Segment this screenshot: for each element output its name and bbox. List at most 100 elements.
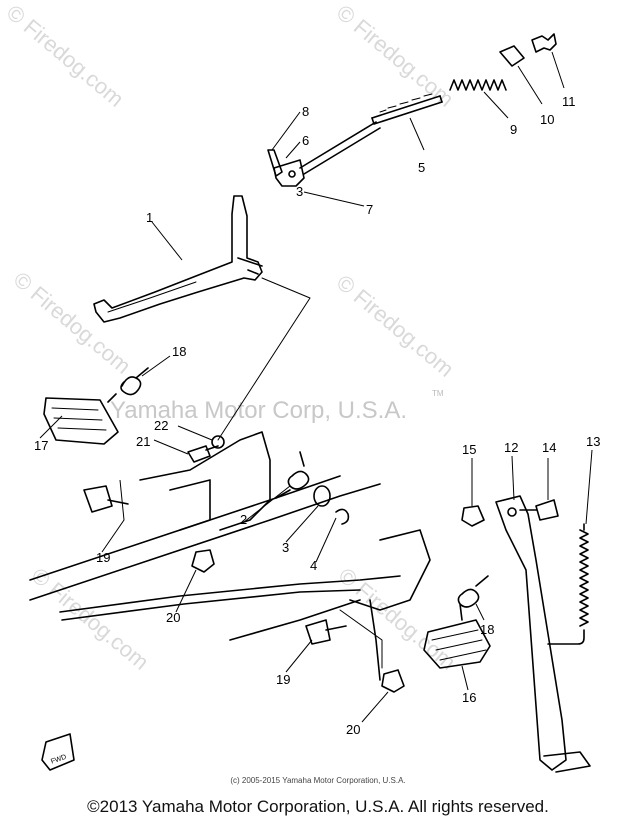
frame-bracket [139,431,271,531]
leader-1 [151,221,183,261]
leader-20-lower [361,691,389,723]
callout-10: 10 [540,112,554,127]
callout-13: 13 [586,434,600,449]
callout-3: 3 [282,540,289,555]
adjuster-wing-nut [531,33,557,53]
image-copyright: (c) 2005-2015 Yamaha Motor Corporation, … [230,776,406,785]
leader-11 [551,51,565,89]
frame-cross-rail [229,599,361,641]
footrest-right-grip [431,629,487,661]
callout-8: 8 [302,104,309,119]
leader-22 [177,425,213,441]
footrest-left [43,397,119,445]
pivot-bolt [187,445,219,463]
leader-10 [517,65,543,105]
brake-rod-end [371,95,443,125]
side-stand-foot [543,751,591,773]
footrest-right [423,619,491,669]
footrest-bolt-lower [305,619,347,645]
leader-12 [511,455,515,501]
footrest-spring-upper [107,367,149,403]
callout-1: 1 [146,210,153,225]
callout-11: 11 [562,94,576,109]
callout-19-upper: 19 [96,550,110,565]
stand-bolt [519,499,559,521]
leader-20-upper [175,569,197,613]
leader-3 [285,505,319,543]
leader-16 [461,665,469,691]
side-stand-pivot [507,507,517,517]
callout-19-lower: 19 [276,672,290,687]
leader-18-lower [475,603,485,621]
leader-21 [153,439,189,455]
circlip [335,508,350,525]
watermarks: © Firedog.com © Firedog.com © Firedog.co… [2,0,461,675]
leader-2 [243,485,291,523]
callout-5: 5 [418,160,425,175]
leader-13 [585,449,593,525]
footrest-bolt-upper [83,485,129,513]
frame-lower-leg [369,599,381,681]
callout-3-top: 3 [296,184,303,199]
brake-spring [449,79,507,91]
callout-18-upper: 18 [172,344,186,359]
leader-19-upper [101,479,125,553]
callout-14: 14 [542,440,556,455]
leader-17 [39,415,63,439]
stand-spring [547,523,589,645]
fwd-arrow-icon [41,733,75,771]
nut-lower [381,669,405,693]
leader-5 [409,117,425,151]
leader-8 [271,111,301,151]
frame-stand-mount [349,529,431,611]
frame-lower-tube-1 [29,483,381,601]
callout-6: 6 [302,133,309,148]
watermark-site-left: © Firedog.com [9,267,136,379]
pedal-boss [237,257,263,275]
clevis [273,159,305,187]
leader-7 [303,191,365,207]
brake-rod-thread [371,95,443,125]
pedal-return-spring [275,451,310,499]
rod-threads [379,93,433,113]
leader-9 [483,91,509,119]
stand-nut [461,505,485,527]
collar [313,485,331,507]
watermark-site-center: © Firedog.com [332,270,459,382]
callout-20-upper: 20 [166,610,180,625]
callout-4: 4 [310,558,317,573]
leader-lines [39,51,593,723]
leader-4 [315,517,337,563]
watermark-site-top-left: © Firedog.com [2,0,129,112]
brake-rod [299,121,381,175]
callout-7: 7 [366,202,373,217]
brake-pedal [93,195,263,323]
footrest-left-grip [51,407,107,431]
callout-22: 22 [154,418,168,433]
frame-rail-1 [59,575,401,613]
callout-21: 21 [136,434,150,449]
clevis-pin-hole [288,170,296,178]
callout-2: 2 [240,512,247,527]
frame-bracket-inner [169,479,211,531]
leader-18-upper [141,355,171,377]
callout-9: 9 [510,122,517,137]
watermark-tm: TM [432,389,444,398]
nut-upper [191,549,215,573]
watermark-company: Yamaha Motor Corp, U.S.A. [110,397,407,424]
callout-18-lower: 18 [480,622,494,637]
callout-20-lower: 20 [346,722,360,737]
leader-19-lower [285,639,313,673]
adjuster-sleeve [499,45,525,67]
watermark-site-top-right: © Firedog.com [332,0,459,112]
leader-6 [285,141,301,159]
callout-15: 15 [462,442,476,457]
leader-nut-lower [339,609,383,669]
pedal-rib [107,281,197,313]
footrest-spring-lower [457,575,489,621]
callout-17: 17 [34,438,48,453]
footer-copyright: ©2013 Yamaha Motor Corporation, U.S.A. A… [87,797,549,816]
side-stand [495,495,567,771]
